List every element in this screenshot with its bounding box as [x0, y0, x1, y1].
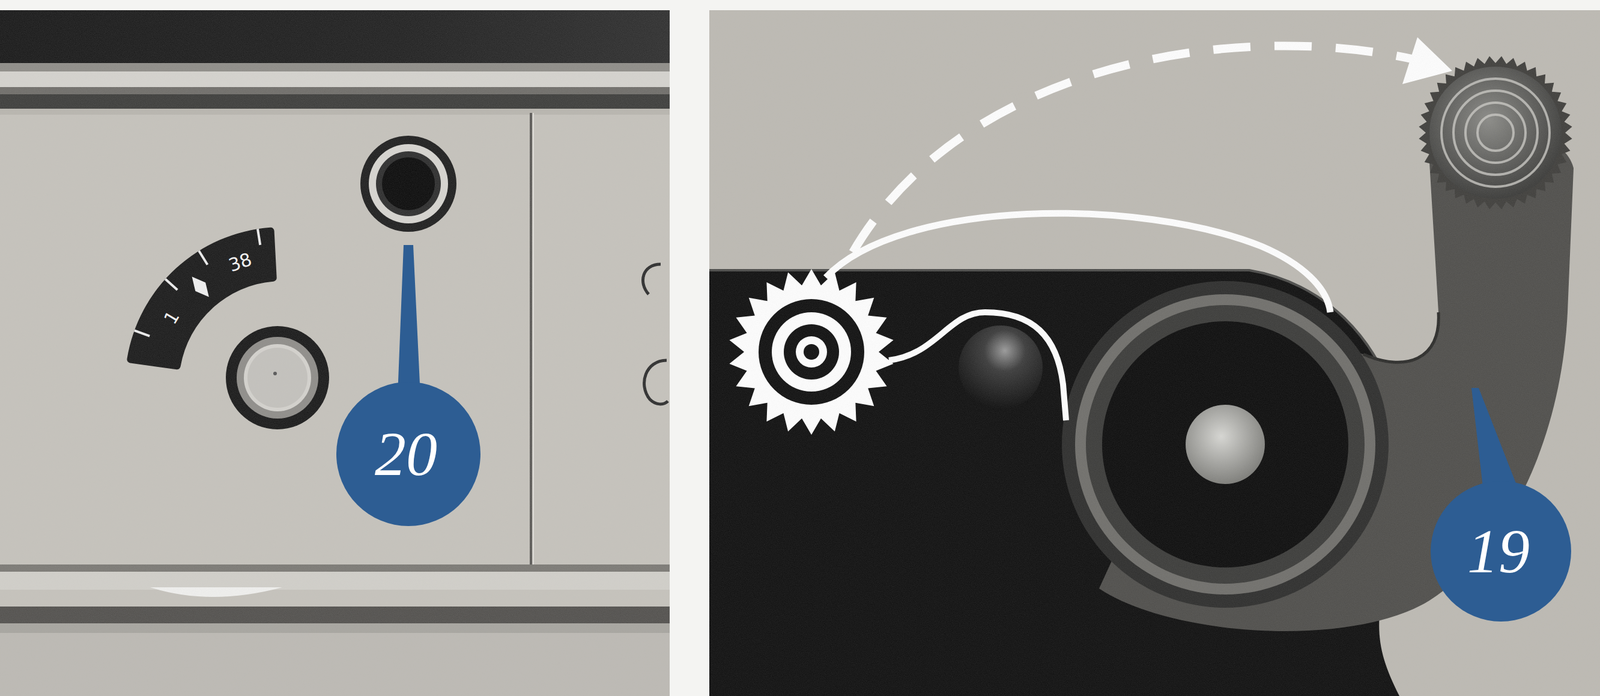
- left-panel: [0, 10, 670, 696]
- callout-bubble: [1430, 387, 1572, 622]
- right-panel: [709, 10, 1600, 696]
- callout-bubble: [336, 245, 481, 527]
- callout-number: 20: [374, 422, 438, 486]
- callout-number: 19: [1467, 520, 1530, 583]
